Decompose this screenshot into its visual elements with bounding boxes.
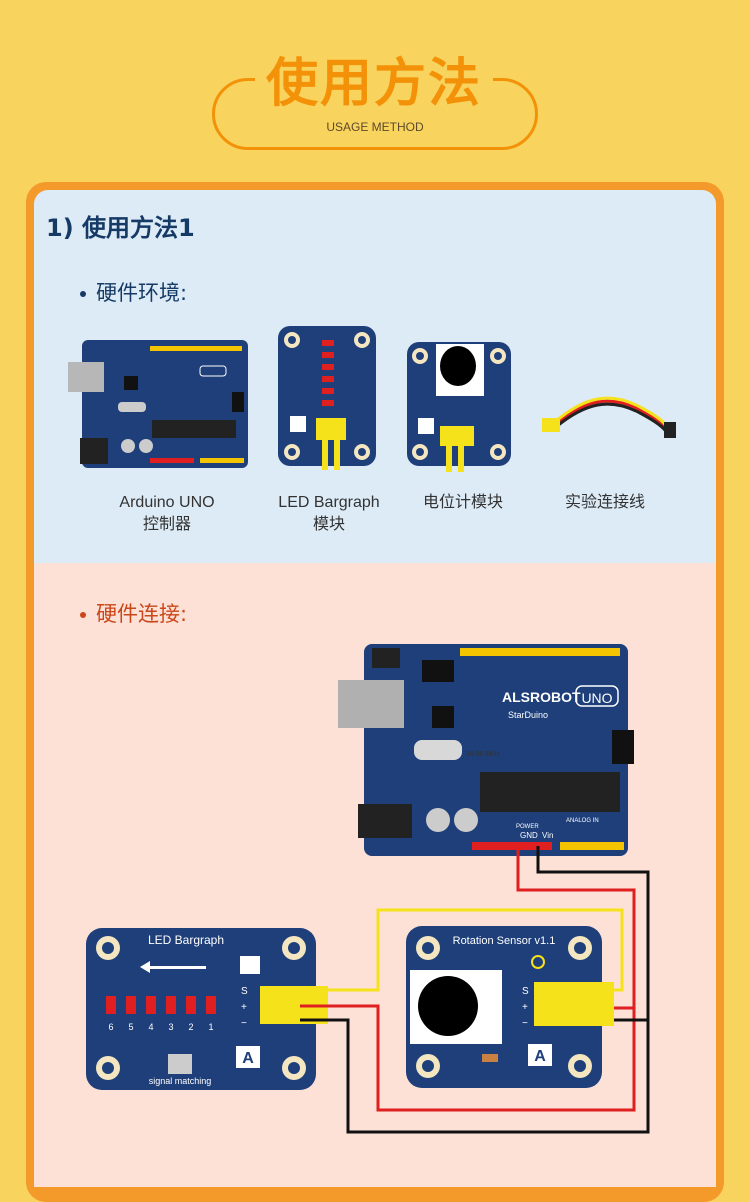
caption-rotation-sensor: 电位计模块	[422, 494, 503, 511]
rotation-sensor-title: Rotation Sensor v1.1	[453, 935, 556, 947]
led-bargraph-board	[86, 928, 328, 1090]
arduino-uno-label: UNO	[581, 690, 612, 706]
led-number-3: 3	[168, 1022, 173, 1032]
crystal-label: 16.00 MHz	[466, 751, 500, 758]
led-pin-s: S	[241, 986, 248, 997]
signal-matching-label: signal matching	[149, 1076, 212, 1086]
caption-wire: 实验连接线	[564, 494, 645, 511]
analog-in-label: ANALOG IN	[566, 818, 599, 824]
led-number-1: 1	[208, 1022, 213, 1032]
wires	[300, 846, 650, 1134]
hardware-connection-label: 硬件连接:	[80, 598, 187, 628]
led-bargraph-image	[278, 326, 376, 470]
rotation-logo-letter: A	[534, 1048, 546, 1065]
caption-arduino: Arduino UNO 控制器	[119, 494, 215, 533]
bullet-dot-icon	[80, 291, 86, 297]
led-number-6: 6	[108, 1022, 113, 1032]
header-mask	[255, 50, 493, 120]
gnd-label: GND	[520, 831, 538, 840]
rotation-pin-minus: −	[522, 1018, 528, 1029]
led-pin-plus: +	[241, 1002, 247, 1013]
hardware-environment-label: 硬件环境:	[80, 277, 187, 307]
arduino-brand-label: ALSROBOT	[502, 689, 581, 705]
led-number-5: 5	[128, 1022, 133, 1032]
led-pin-minus: −	[241, 1018, 247, 1029]
hardware-images	[68, 326, 676, 472]
section-title: 1) 使用方法1	[46, 214, 195, 242]
page-title: 使用方法	[265, 54, 482, 114]
led-logo-letter: A	[242, 1050, 254, 1067]
led-number-2: 2	[188, 1022, 193, 1032]
rotation-sensor-board	[406, 926, 614, 1088]
rotation-pin-s: S	[522, 986, 529, 997]
connection-wire-image	[542, 396, 676, 438]
arduino-model-label: StarDuino	[508, 710, 548, 720]
led-bargraph-title: LED Bargraph	[148, 933, 224, 947]
vin-label: Vin	[542, 831, 553, 840]
arduino-uno-board	[338, 644, 634, 856]
rotation-sensor-image	[407, 342, 511, 472]
rotation-pin-plus: +	[522, 1002, 528, 1013]
power-label: POWER	[516, 824, 539, 830]
arduino-uno-image	[68, 340, 248, 468]
led-number-4: 4	[148, 1022, 153, 1032]
page-subtitle: USAGE METHOD	[326, 120, 424, 134]
caption-led-bargraph: LED Bargraph 模块	[278, 494, 380, 533]
bullet-dot-icon	[80, 612, 86, 618]
